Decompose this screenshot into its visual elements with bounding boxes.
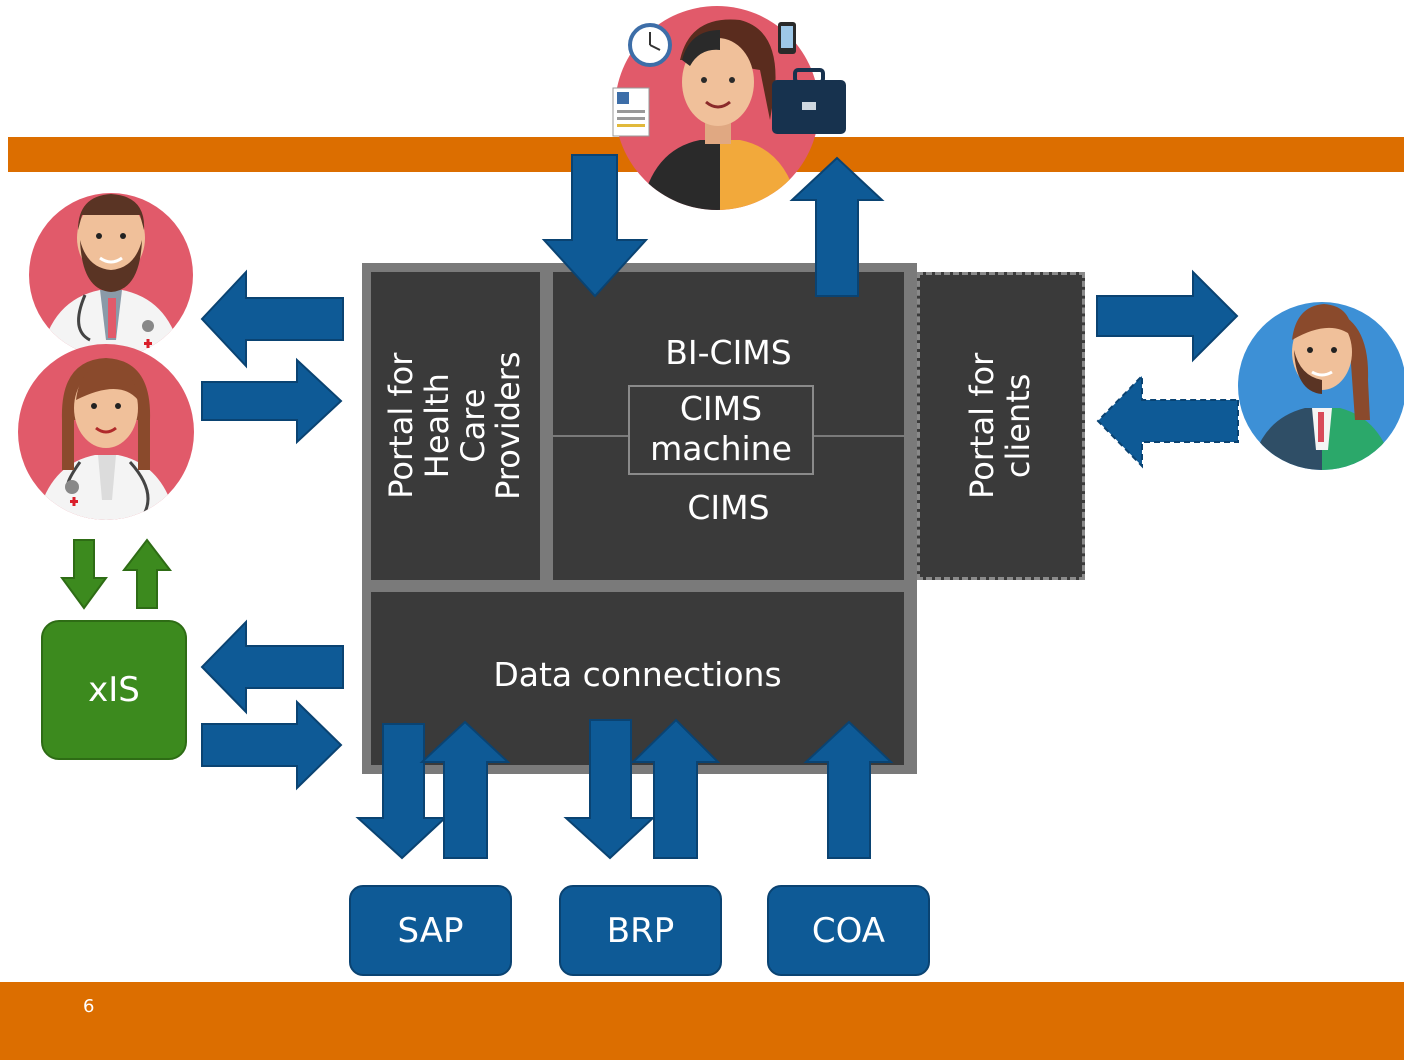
client-avatar [1238, 302, 1404, 470]
xis-label: xIS [88, 670, 140, 710]
bottom-orange-band [0, 982, 1404, 1060]
hcp-portal-panel[interactable]: Portal for Health Care Providers [371, 272, 540, 580]
arrow-to-xis [200, 619, 344, 715]
arrow-from-doctors [201, 357, 343, 445]
arrow-to-sap [355, 723, 448, 860]
coa-label: COA [811, 910, 886, 951]
sap-label: SAP [397, 910, 464, 951]
arrow-to-client [1096, 269, 1239, 363]
arrow-from-coa [803, 720, 894, 859]
arrow-to-brp [563, 719, 656, 860]
page-number: 6 [83, 996, 95, 1017]
client-portal-panel[interactable]: Portal for clients [917, 272, 1085, 580]
arrow-cims-to-employee [789, 156, 885, 297]
bi-cims-label: BI-CIMS [665, 333, 792, 372]
sap-system-box[interactable]: SAP [349, 885, 512, 976]
cims-machine-label-line2: machine [650, 429, 792, 468]
employee-avatar [612, 6, 846, 210]
coa-system-box[interactable]: COA [767, 885, 930, 976]
doctor-male-avatar [29, 193, 193, 357]
data-connections-label: Data connections [493, 655, 782, 694]
cims-label: CIMS [687, 488, 770, 527]
arrow-to-doctors [200, 269, 344, 369]
brp-label: BRP [606, 910, 675, 951]
cims-machine-box[interactable] [628, 385, 814, 475]
arrow-from-brp [630, 718, 721, 859]
cims-machine-label-line1: CIMS [679, 389, 763, 428]
arrow-from-xis [201, 699, 343, 791]
doctor-female-avatar [18, 344, 194, 520]
arrow-doctors-to-xis [60, 539, 108, 610]
arrow-from-client [1096, 373, 1239, 469]
arrow-from-sap [419, 720, 511, 859]
arrow-xis-to-doctors [121, 538, 173, 609]
xis-system-box[interactable]: xIS [41, 620, 187, 760]
arrow-employee-to-cims [541, 154, 649, 298]
brp-system-box[interactable]: BRP [559, 885, 722, 976]
